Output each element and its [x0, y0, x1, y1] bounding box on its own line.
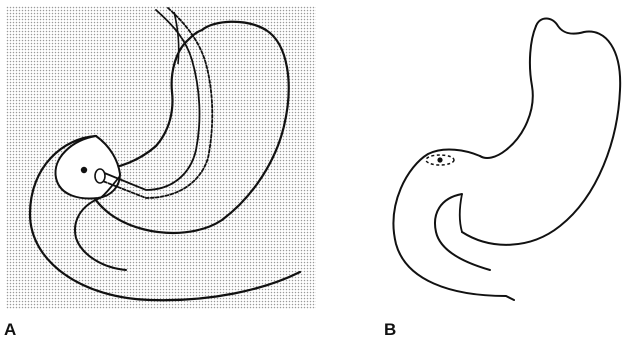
endoscope-tip-a	[95, 169, 105, 183]
antrum-b	[394, 150, 514, 300]
antrum-lower-b	[460, 194, 462, 232]
panel-a-illustration	[6, 6, 316, 309]
pyloric-opening-a	[81, 167, 87, 173]
lesser-curvature-b	[480, 26, 536, 158]
stomach-b-outline	[462, 19, 620, 245]
pyloric-opening-b	[437, 157, 442, 162]
panel-label-a: A	[4, 321, 16, 338]
panel-label-b: B	[384, 321, 396, 338]
panel-b-illustration	[394, 19, 621, 301]
